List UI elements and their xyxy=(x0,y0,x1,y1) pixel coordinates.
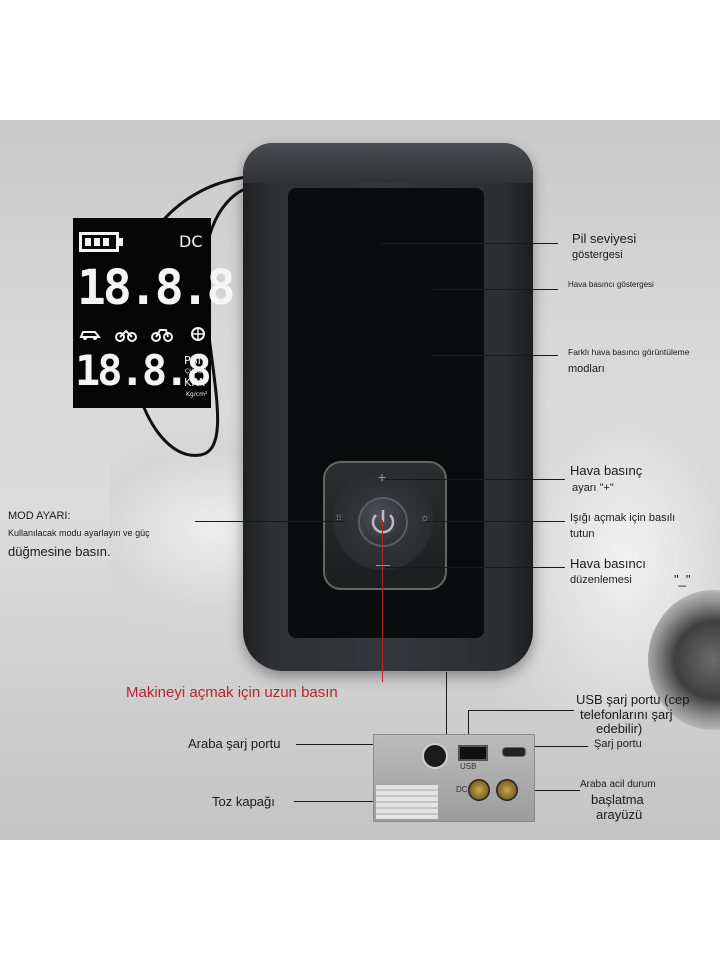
label-charging-port: Şarj portu xyxy=(594,738,642,750)
label-usb-line3: edebilir) xyxy=(596,721,643,736)
label-mode-title: MOD AYARI: xyxy=(8,510,71,522)
leader-usb xyxy=(468,710,574,711)
unit-kpa: KPA xyxy=(184,376,205,389)
usb-port-label: USB xyxy=(460,762,477,771)
label-minus-line1: Hava basıncı xyxy=(570,556,646,571)
power-icon xyxy=(371,510,395,534)
device-top-cap xyxy=(243,143,533,183)
lcd-display: DC 18.8.8 18.8.8 PSI ÇUBUK KPA Kg/cm² xyxy=(73,218,235,408)
leader-power xyxy=(382,520,383,682)
mode-icons xyxy=(79,326,207,346)
main-pressure-reading: 18.8.8 xyxy=(77,260,235,316)
dc-port xyxy=(422,743,448,769)
label-long-press: Makineyi açmak için uzun basın xyxy=(126,684,338,701)
label-light-line1: Işığı açmak için basılı xyxy=(570,512,676,524)
leader-jump xyxy=(500,790,580,791)
leader-modes xyxy=(432,355,558,356)
label-modes-line1: Farklı hava basıncı görüntüleme xyxy=(568,347,690,357)
unit-kgcm: Kg/cm² xyxy=(186,391,208,398)
leader-minus xyxy=(385,567,565,568)
label-mode-line3: düğmesine basın. xyxy=(8,544,111,559)
label-mode-line2: Kullanılacak modu ayarlayın ve güç xyxy=(8,528,150,538)
leader-light xyxy=(425,521,565,522)
label-light-line2: tutun xyxy=(570,528,595,540)
leader-charging xyxy=(508,746,588,747)
label-dust-cover: Toz kapağı xyxy=(212,794,275,809)
leader-ports xyxy=(446,672,447,734)
label-modes-line2: modları xyxy=(568,363,605,375)
secondary-pressure-reading: 18.8.8 xyxy=(75,346,212,395)
type-c-port xyxy=(502,747,526,757)
leader-battery xyxy=(380,243,558,244)
label-air-pressure: Hava basıncı göstergesi xyxy=(568,280,654,289)
label-usb-line1: USB şarj portu (cep xyxy=(576,692,690,707)
label-usb-line2: telefonlarını şarj xyxy=(580,707,673,722)
leader-plus xyxy=(385,479,565,480)
label-jump-line2: başlatma xyxy=(591,792,644,807)
label-jump-line3: arayüzü xyxy=(596,807,643,822)
leader-mode xyxy=(195,521,345,522)
usb-port xyxy=(458,745,488,761)
jump-port-2 xyxy=(496,779,518,801)
leader-dust xyxy=(294,801,420,802)
motorcycle-icon xyxy=(115,329,137,342)
leader-pressure xyxy=(433,289,558,290)
battery-tip xyxy=(119,238,123,246)
label-plus-line1: Hava basınç xyxy=(570,463,643,478)
dc-port-label: DC xyxy=(456,785,468,794)
label-minus-glyph: "_" xyxy=(674,572,691,587)
bicycle-icon xyxy=(151,329,173,342)
label-battery-line2: göstergesi xyxy=(572,249,623,261)
label-minus-line2: düzenlemesi xyxy=(570,574,632,586)
label-car-charging: Araba şarj portu xyxy=(188,736,281,751)
label-plus-line2: ayarı "+" xyxy=(572,482,614,494)
unit-bar: ÇUBUK xyxy=(185,368,207,375)
leader-car-port xyxy=(296,744,428,745)
car-icon xyxy=(79,331,101,340)
power-mode-label: DC xyxy=(179,232,203,251)
plus-button[interactable]: + xyxy=(378,469,387,485)
dust-cover xyxy=(376,785,438,819)
label-battery-line1: Pil seviyesi xyxy=(572,231,637,246)
ball-icon xyxy=(191,327,205,341)
unit-psi: PSI xyxy=(184,354,201,367)
leader-usb-vert xyxy=(468,710,469,740)
label-jump-line1: Araba acil durum xyxy=(580,779,656,790)
light-button[interactable]: ☼ xyxy=(420,512,431,524)
tire-inflator-device xyxy=(243,143,533,671)
battery-icon xyxy=(79,232,119,252)
power-button[interactable] xyxy=(358,497,408,547)
jump-port-1 xyxy=(468,779,490,801)
minus-button[interactable]: — xyxy=(376,556,390,572)
mode-button[interactable]: ⁞⁞ xyxy=(336,514,342,525)
